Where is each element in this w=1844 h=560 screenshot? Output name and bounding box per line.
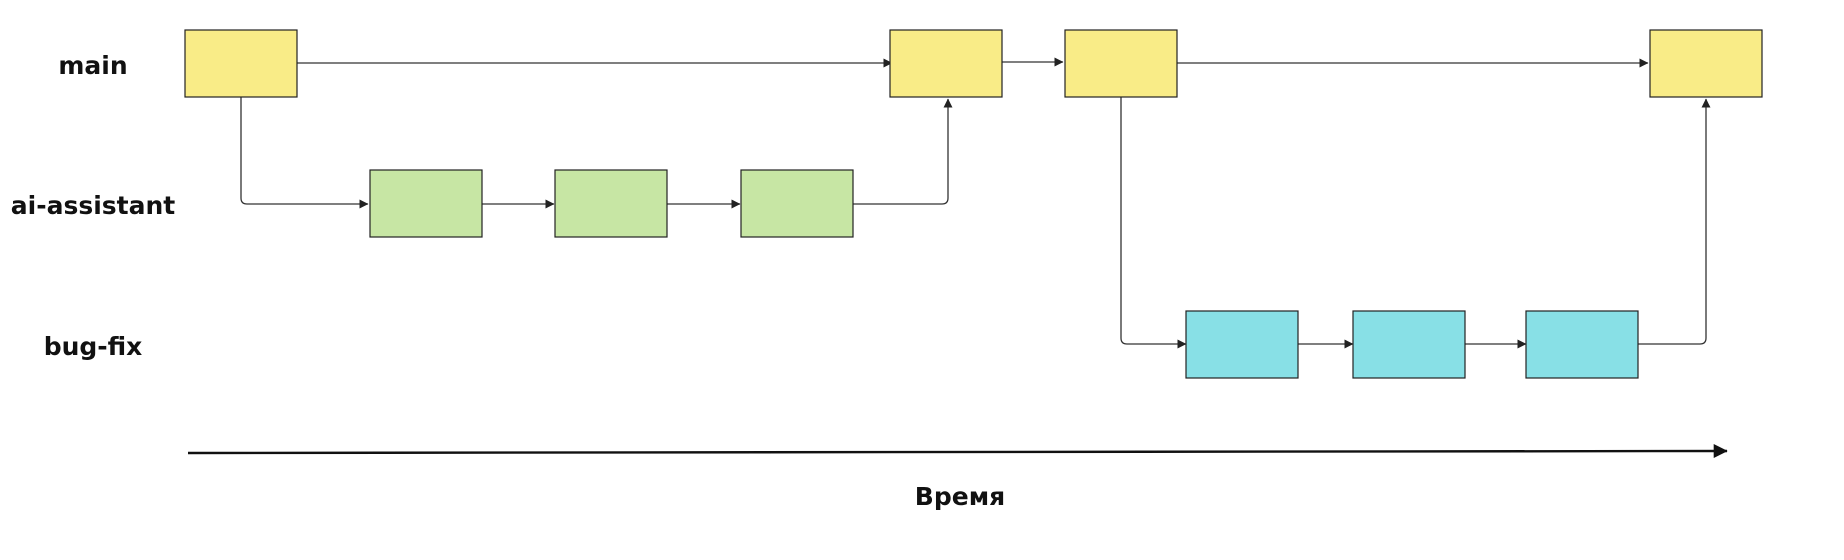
main-commit-4 bbox=[1649, 29, 1763, 98]
edge-main3-bug1 bbox=[1120, 97, 1187, 349]
bug-fix-commit-3 bbox=[1525, 310, 1639, 379]
bug-fix-commit-1 bbox=[1185, 310, 1299, 379]
time-axis-arrow bbox=[187, 444, 1728, 459]
edge-bug3-main4 bbox=[1638, 98, 1711, 345]
ai-assistant-commit-1 bbox=[369, 169, 483, 238]
lane-label-bug-fix: bug-fix bbox=[44, 332, 143, 361]
edge-ai3-main2 bbox=[853, 98, 953, 205]
edge-main1-ai1 bbox=[240, 97, 369, 209]
lane-label-main: main bbox=[58, 51, 127, 80]
main-commit-2 bbox=[889, 29, 1003, 98]
time-axis-label: Время bbox=[915, 482, 1005, 511]
bug-fix-commit-2 bbox=[1352, 310, 1466, 379]
main-commit-1 bbox=[184, 29, 298, 98]
ai-assistant-commit-2 bbox=[554, 169, 668, 238]
lane-label-ai-assistant: ai-assistant bbox=[11, 191, 176, 220]
ai-assistant-commit-3 bbox=[740, 169, 854, 238]
main-commit-3 bbox=[1064, 29, 1178, 98]
